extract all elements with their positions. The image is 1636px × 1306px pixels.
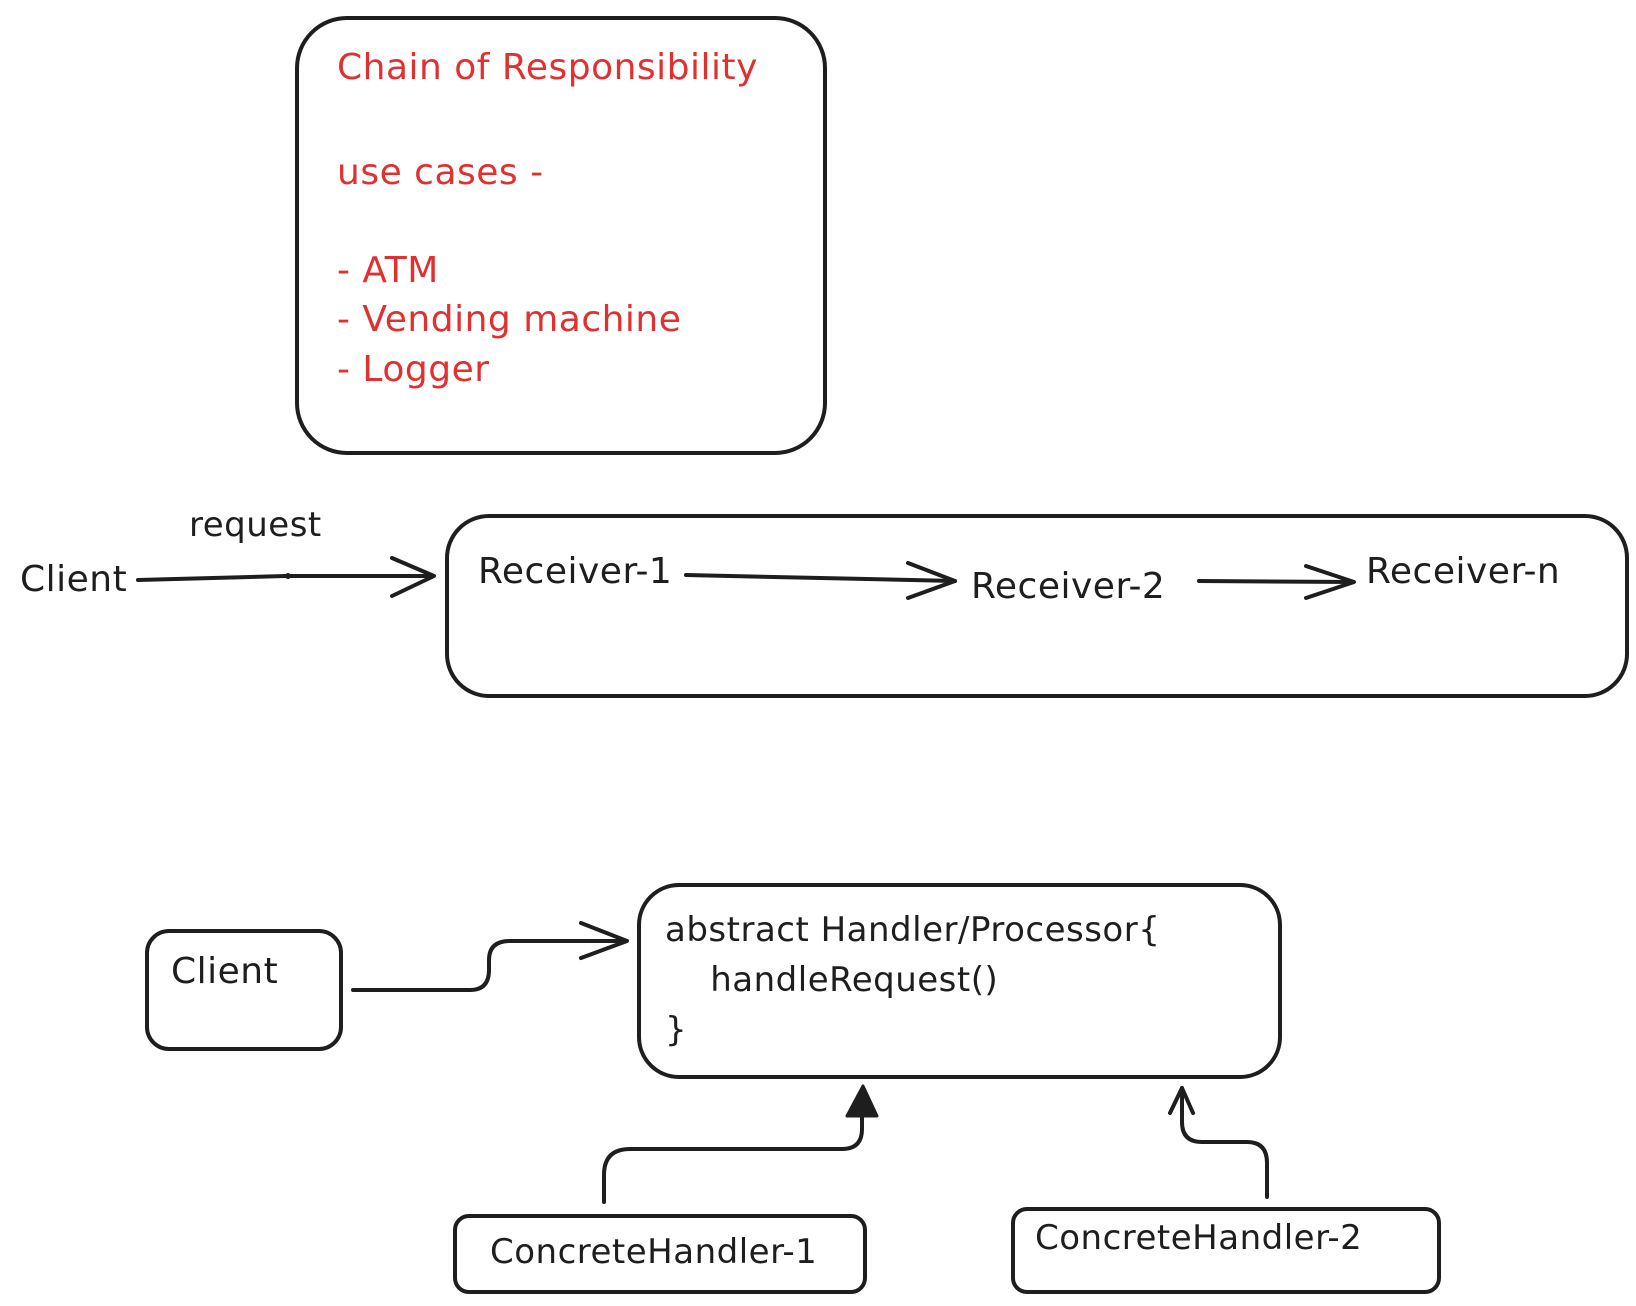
receiver1-to-receiver2-arrow [684,573,957,583]
handler-box[interactable] [637,883,1282,1079]
inherit-arrow-2-head [1168,1086,1195,1115]
inherit-arrow-1 [602,1114,864,1204]
concrete-handler-1-box[interactable] [453,1214,867,1294]
receiver2-to-receivern-arrow-head [1304,564,1356,600]
notes-item-vending: - Vending machine [337,299,682,340]
client-box[interactable] [145,929,343,1051]
concrete-handler-2-label: ConcreteHandler-2 [1035,1218,1363,1258]
receiver-1-label: Receiver-1 [478,551,673,592]
inherit-arrow-1-head [845,1084,879,1118]
request-arrow-head [390,556,436,598]
receiver2-to-receivern-arrow [1197,579,1355,584]
notes-item-logger: - Logger [337,349,490,390]
receiver-2-label: Receiver-2 [971,566,1166,607]
class-client-label: Client [171,951,279,992]
handle-request-method: handleRequest() [665,960,999,1000]
notes-title: Chain of Responsibility [337,47,758,88]
notes-item-atm: - ATM [337,250,439,291]
receiver-n-label: Receiver-n [1366,551,1561,592]
chain-client-label: Client [20,559,128,600]
notes-subtitle: use cases - [337,152,544,193]
receiver-chain-container[interactable] [445,514,1629,698]
concrete-handler-2-box[interactable] [1011,1207,1441,1294]
inherit-arrow-2 [1180,1086,1269,1199]
handler-closing-brace: } [665,1010,688,1050]
handler-declaration: abstract Handler/Processor{ [665,910,1161,950]
client-to-handler-arrow-head [579,921,629,960]
notes-box[interactable] [295,16,827,455]
client-to-handler-arrow [351,939,628,992]
receiver1-to-receiver2-arrow-head [906,561,957,600]
request-label: request [189,505,322,545]
concrete-handler-1-label: ConcreteHandler-1 [490,1232,818,1272]
request-arrow-midpoint [285,573,291,579]
